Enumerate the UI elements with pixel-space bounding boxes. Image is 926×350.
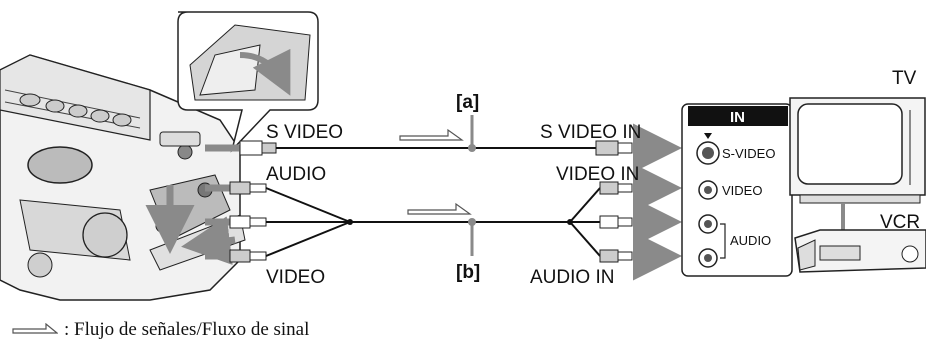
panel-in-label: IN — [730, 109, 745, 126]
left-cables — [205, 140, 620, 263]
panel-video-label: VIDEO — [722, 183, 762, 198]
legend-text: : Flujo de señales/Fluxo de sinal — [64, 319, 310, 340]
tv-input-panel — [681, 103, 793, 277]
tv-illustration — [789, 97, 926, 232]
panel-s-video-label: S-VIDEO — [722, 146, 775, 161]
label-tv: TV — [892, 68, 917, 89]
label-video-in: VIDEO IN — [556, 164, 639, 185]
right-cables — [567, 123, 682, 281]
label-s-video-in: S VIDEO IN — [540, 122, 641, 143]
camcorder-illustration — [0, 54, 246, 301]
signal-flow-arrow-icon — [407, 202, 472, 215]
label-audio: AUDIO — [266, 164, 326, 185]
signal-flow-arrow-icon — [12, 323, 58, 334]
panel-audio-label: AUDIO — [730, 233, 771, 248]
label-vcr: VCR — [880, 212, 920, 233]
label-a: [a] — [456, 92, 479, 113]
detail-callout — [177, 11, 319, 153]
label-b: [b] — [456, 262, 480, 283]
label-s-video: S VIDEO — [266, 122, 343, 143]
legend: : Flujo de señales/Fluxo de sinal — [12, 318, 309, 342]
vcr-illustration — [794, 229, 926, 273]
signal-flow-arrow-icon — [399, 128, 464, 141]
label-video: VIDEO — [266, 267, 325, 288]
label-audio-in: AUDIO IN — [530, 267, 614, 288]
